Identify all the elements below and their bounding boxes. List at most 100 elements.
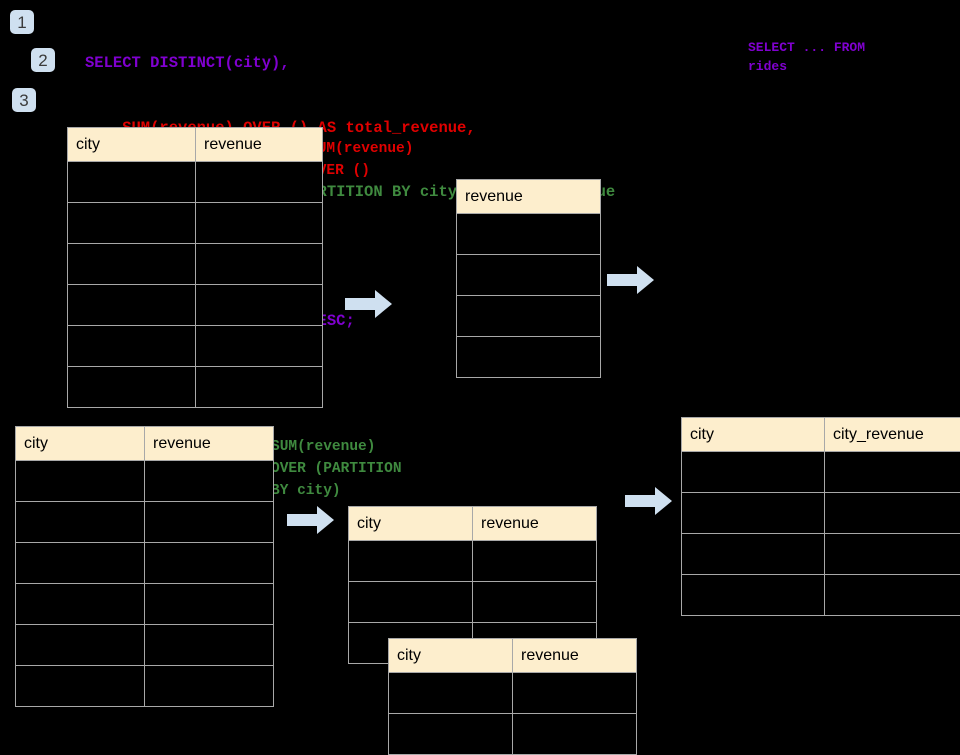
table-cell [196,367,323,408]
table-cell [196,285,323,326]
table-cell [682,493,825,534]
table-cell [825,493,960,534]
table-cell [145,543,274,584]
table-cell [349,582,473,623]
column-header-city: city [68,128,196,162]
table-cell [68,244,196,285]
table-header-row: city revenue [16,427,274,461]
table-cell [16,666,145,707]
table-row [16,625,274,666]
select-from-rides-note: SELECT ... FROM rides [748,38,908,76]
table-cell [196,203,323,244]
total-revenue-table: revenue [456,179,601,378]
table-row [16,461,274,502]
sql-line-select: SELECT DISTINCT(city), [85,53,615,75]
table-cell [513,673,637,714]
column-header-city: city [682,418,825,452]
table-cell [196,162,323,203]
city-revenue-annotation: SUM(revenue) OVER (PARTITION BY city) [271,436,402,502]
table-cell [68,326,196,367]
table-cell [473,582,597,623]
source-table-bottom: city revenue [15,426,274,707]
table-cell [196,244,323,285]
arrow-source-to-partition [287,505,335,535]
table-cell [457,337,601,378]
column-header-revenue: revenue [457,180,601,214]
table-header-row: city revenue [389,639,637,673]
table-row [457,255,601,296]
table-cell [16,502,145,543]
total-revenue-annotation: SUM(revenue) OVER () [309,138,413,182]
table-cell [68,367,196,408]
result-table: city city_revenue [681,417,960,616]
table-cell [16,625,145,666]
table-row [16,584,274,625]
table-row [349,582,597,623]
table-cell [825,452,960,493]
table-row [682,575,960,616]
step-badge-3-label: 3 [19,92,28,109]
table-cell [473,541,597,582]
arrow-partition-to-result [625,486,673,516]
step-badge-3[interactable]: 3 [12,88,36,112]
table-row [68,162,323,203]
table-header-row: revenue [457,180,601,214]
table-cell [825,575,960,616]
source-table-top: city revenue [67,127,323,408]
step-badge-2[interactable]: 2 [31,48,55,72]
table-row [68,203,323,244]
column-header-revenue: revenue [145,427,274,461]
table-row [457,337,601,378]
table-header-row: city revenue [349,507,597,541]
table-row [68,244,323,285]
column-header-revenue: revenue [473,507,597,541]
table-cell [825,534,960,575]
table-row [682,534,960,575]
arrow-total-revenue-to-result [607,265,655,295]
table-row [349,541,597,582]
table-row [682,493,960,534]
column-header-revenue: revenue [196,128,323,162]
table-header-row: city city_revenue [682,418,960,452]
table-cell [16,543,145,584]
column-header-city: city [349,507,473,541]
table-row [16,543,274,584]
step-badge-1-label: 1 [17,14,26,31]
table-row [68,367,323,408]
table-cell [196,326,323,367]
table-row [682,452,960,493]
column-header-city: city [389,639,513,673]
table-cell [457,296,601,337]
table-cell [145,502,274,543]
table-row [457,214,601,255]
table-row [389,673,637,714]
table-cell [349,541,473,582]
table-row [457,296,601,337]
table-cell [68,162,196,203]
table-row [16,502,274,543]
table-cell [145,461,274,502]
table-cell [16,461,145,502]
partition-table-front: city revenue [388,638,637,755]
table-cell [389,673,513,714]
column-header-city: city [16,427,145,461]
table-cell [145,584,274,625]
table-cell [68,285,196,326]
column-header-city-revenue: city_revenue [825,418,960,452]
table-cell [16,584,145,625]
step-badge-1[interactable]: 1 [10,10,34,34]
table-row [68,285,323,326]
table-row [68,326,323,367]
table-cell [682,452,825,493]
table-cell [68,203,196,244]
column-header-revenue: revenue [513,639,637,673]
table-cell [457,214,601,255]
table-cell [457,255,601,296]
table-cell [682,534,825,575]
table-header-row: city revenue [68,128,323,162]
table-cell [145,625,274,666]
step-badge-2-label: 2 [38,52,47,69]
table-cell [145,666,274,707]
table-cell [682,575,825,616]
table-row [16,666,274,707]
